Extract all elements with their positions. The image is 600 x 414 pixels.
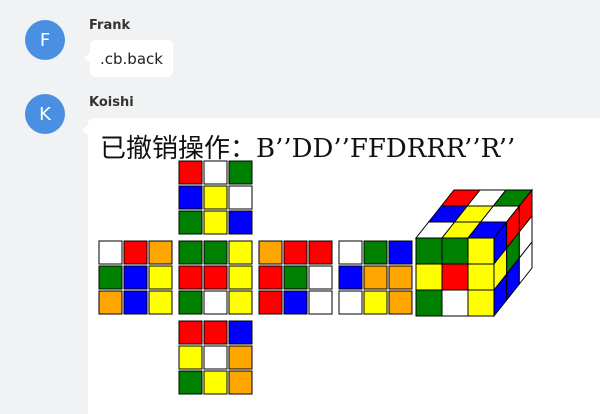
sticker-3d-front	[415, 237, 443, 265]
sticker-down	[178, 320, 203, 345]
image-title: 已撤销操作：B’’DD’’FFDRRR’’R’’	[100, 134, 516, 164]
avatar[interactable]: K	[25, 94, 65, 134]
sticker-front	[203, 265, 228, 290]
sticker-down	[203, 345, 228, 370]
sticker-right	[258, 265, 283, 290]
sticker-down	[203, 320, 228, 345]
sticker-back	[338, 265, 363, 290]
sticker-right	[283, 240, 308, 265]
sticker-3d-front	[441, 263, 469, 291]
sticker-3d-front	[441, 237, 469, 265]
sticker-down	[228, 345, 253, 370]
message-bubble[interactable]: .cb.back	[84, 40, 173, 77]
sticker-up	[203, 185, 228, 210]
sticker-right	[308, 240, 333, 265]
sticker-right	[258, 240, 283, 265]
sticker-front	[178, 265, 203, 290]
sticker-right	[308, 265, 333, 290]
sticker-3d-front	[441, 289, 469, 317]
sticker-down	[228, 320, 253, 345]
sticker-left	[148, 240, 173, 265]
sticker-right	[283, 265, 308, 290]
sticker-up	[228, 210, 253, 235]
avatar[interactable]: F	[25, 20, 65, 60]
sticker-right	[283, 290, 308, 315]
sticker-up	[228, 185, 253, 210]
sticker-back	[388, 240, 413, 265]
message-text: .cb.back	[100, 50, 163, 68]
sticker-front	[228, 240, 253, 265]
sticker-front	[203, 240, 228, 265]
sticker-left	[148, 265, 173, 290]
sticker-up	[178, 185, 203, 210]
sticker-3d-front	[467, 263, 495, 291]
sticker-up	[178, 160, 203, 185]
sticker-down	[178, 370, 203, 395]
sticker-3d-front	[415, 289, 443, 317]
sticker-down	[203, 370, 228, 395]
sticker-front	[178, 240, 203, 265]
sticker-left	[148, 290, 173, 315]
sticker-back	[363, 265, 388, 290]
sticker-left	[123, 265, 148, 290]
image-message[interactable]: 已撤销操作：B’’DD’’FFDRRR’’R’’	[82, 118, 600, 414]
sticker-front	[203, 290, 228, 315]
sticker-up	[228, 160, 253, 185]
sticker-up	[203, 160, 228, 185]
sticker-front	[178, 290, 203, 315]
sticker-back	[388, 290, 413, 315]
sender-name: Koishi	[89, 95, 134, 110]
sticker-left	[123, 240, 148, 265]
sticker-down	[178, 345, 203, 370]
cube-state-image	[98, 160, 534, 395]
sticker-back	[338, 290, 363, 315]
sender-name: Frank	[89, 18, 131, 33]
sticker-right	[308, 290, 333, 315]
sticker-down	[228, 370, 253, 395]
sticker-back	[338, 240, 363, 265]
sticker-3d-front	[467, 237, 495, 265]
sticker-3d-right	[518, 240, 533, 286]
sticker-left	[98, 290, 123, 315]
sticker-up	[178, 210, 203, 235]
sticker-back	[388, 265, 413, 290]
sticker-right	[258, 290, 283, 315]
sticker-back	[363, 240, 388, 265]
sticker-left	[98, 265, 123, 290]
sticker-front	[228, 265, 253, 290]
sticker-3d-front	[467, 289, 495, 317]
sticker-left	[123, 290, 148, 315]
sticker-front	[228, 290, 253, 315]
sticker-3d-front	[415, 263, 443, 291]
sticker-up	[203, 210, 228, 235]
sticker-left	[98, 240, 123, 265]
sticker-back	[363, 290, 388, 315]
